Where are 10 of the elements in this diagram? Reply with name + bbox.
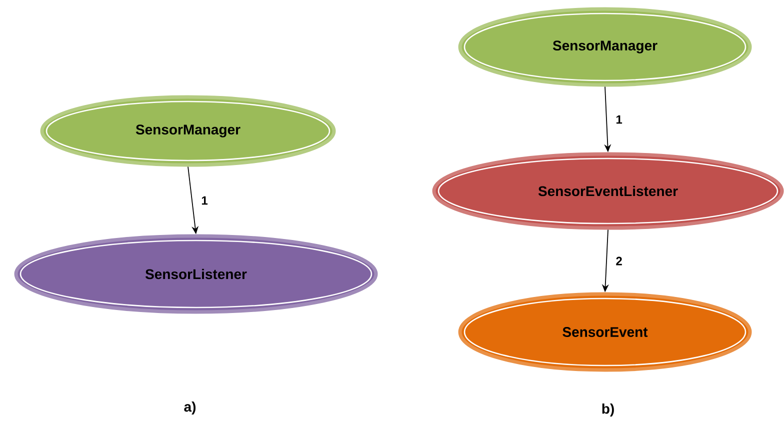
edge-label: 1 — [614, 114, 624, 125]
panel-label: a) — [184, 401, 196, 415]
ellipse-node: SensorManager — [458, 7, 752, 87]
ellipse-node: SensorEvent — [458, 292, 752, 372]
panel-label: b) — [602, 403, 614, 417]
ellipse-node: SensorEventListener — [432, 152, 784, 230]
ellipse-node: SensorListener — [14, 234, 378, 314]
edge-label: 1 — [200, 195, 209, 206]
ellipse-node: SensorManager — [40, 95, 336, 167]
edge-label: 2 — [614, 256, 624, 266]
